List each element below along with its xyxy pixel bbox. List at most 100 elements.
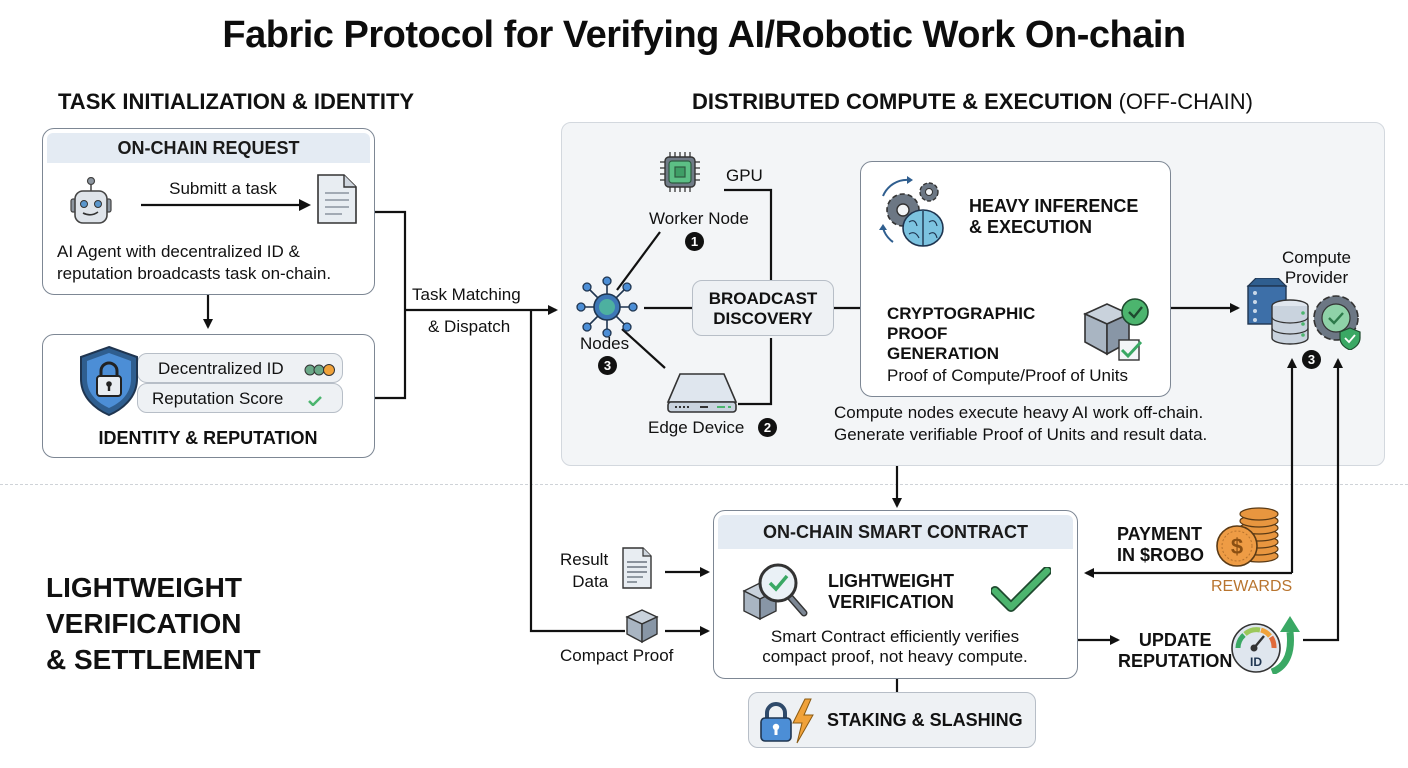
smart-contract-header: ON-CHAIN SMART CONTRACT [718, 515, 1073, 549]
worker-node-label: Worker Node [649, 209, 749, 228]
description-line: Compute nodes execute heavy AI work off-… [834, 403, 1204, 422]
worker-node-badge: 1 [685, 232, 704, 251]
reputation-gauge-icon: ID [1228, 610, 1304, 679]
lightweight-verification-title: LIGHTWEIGHT VERIFICATION [826, 571, 956, 613]
section-heading-task-init: TASK INITIALIZATION & IDENTITY [58, 89, 415, 114]
diagram-title: Fabric Protocol for Verifying AI/Robotic… [222, 14, 1186, 56]
gpu-label: GPU [726, 166, 763, 185]
description-line: Smart Contract efficiently verifies [770, 627, 1020, 646]
description-line: reputation broadcasts task on-chain. [57, 264, 332, 283]
onchain-request-header: ON-CHAIN REQUEST [47, 133, 370, 163]
proof-subtitle: Proof of Compute/Proof of Units [887, 366, 1128, 385]
description-line: AI Agent with decentralized ID & [57, 242, 300, 261]
compact-proof-box-icon [625, 608, 659, 649]
compute-description: Compute nodes execute heavy AI work off-… [834, 402, 1207, 446]
edge-device-label: Edge Device [648, 418, 745, 437]
line-dispatch-to-proof [529, 310, 625, 633]
heavy-inference-title: HEAVY INFERENCE & EXECUTION [969, 196, 1138, 238]
broadcast-line: BROADCAST [708, 289, 818, 308]
edge-device-icon [666, 372, 738, 419]
edge-device-badge: 2 [758, 418, 777, 437]
reputation-score-label: Reputation Score [152, 389, 284, 408]
verify-line: VERIFICATION [828, 592, 954, 612]
section-divider [0, 484, 1408, 485]
result-data-line: Result [560, 550, 609, 569]
crypto-line: GENERATION [887, 344, 1000, 363]
smart-contract-description: Smart Contract efficiently verifies comp… [714, 627, 1076, 667]
proof-box-icon [1079, 296, 1151, 369]
reputation-score-field: Reputation Score [137, 383, 343, 413]
payment-label: PAYMENT IN $ROBO [1117, 524, 1204, 566]
heavy-inference-box: HEAVY INFERENCE & EXECUTION CRYPTOGRAPHI… [860, 161, 1171, 397]
line-gpu-to-broadcast [724, 188, 773, 280]
dispatch-label-line1: Task Matching [412, 285, 521, 304]
settlement-line: & SETTLEMENT [46, 644, 261, 675]
broadcast-discovery-box: BROADCAST DISCOVERY [692, 280, 834, 336]
lightning-icon [789, 697, 815, 750]
nodes-label: Nodes [580, 334, 630, 353]
staking-slashing-label: STAKING & SLASHING [827, 710, 1023, 730]
update-line: REPUTATION [1118, 651, 1233, 671]
dispatch-label-line2: & Dispatch [428, 317, 511, 336]
provider-badge: 3 [1302, 350, 1321, 369]
robot-icon [69, 176, 113, 230]
result-data-icon [621, 546, 653, 595]
crypto-line: CRYPTOGRAPHIC [887, 304, 1036, 323]
badge-2: 2 [758, 418, 777, 437]
gears-brain-icon [877, 176, 947, 257]
update-reputation-label: UPDATE REPUTATION [1118, 630, 1232, 672]
broadcast-line: DISCOVERY [713, 309, 813, 328]
big-check-icon [990, 566, 1052, 618]
provider-line: Compute [1282, 248, 1351, 267]
staking-slashing-box: STAKING & SLASHING [748, 692, 1036, 748]
crypto-proof-title: CRYPTOGRAPHIC PROOF GENERATION [887, 304, 1035, 364]
submit-task-label: Submitt a task [169, 179, 277, 198]
gpu-chip-icon [658, 150, 702, 199]
dots-icon [304, 363, 336, 381]
payment-line: PAYMENT [1117, 524, 1203, 544]
nodes-hub-icon [576, 276, 638, 343]
onchain-request-card: ON-CHAIN REQUEST Submitt a task AI Agent… [42, 128, 375, 295]
line-nodes-to-worker [616, 231, 661, 291]
result-data-line: Data [572, 572, 609, 591]
provider-line: Provider [1284, 268, 1349, 287]
payment-line: IN $ROBO [1117, 545, 1205, 565]
coins-icon: $ [1215, 506, 1281, 573]
section-heading-distributed-suffix: (OFF-CHAIN) [1118, 89, 1254, 114]
identity-footer: IDENTITY & REPUTATION [98, 428, 318, 448]
smart-contract-card: ON-CHAIN SMART CONTRACT LIGHTWEIGHT VERI… [713, 510, 1078, 679]
badge-1: 1 [685, 232, 704, 251]
settlement-line: VERIFICATION [46, 608, 242, 639]
gauge-id-text: ID [1250, 655, 1262, 669]
verify-line: LIGHTWEIGHT [828, 571, 954, 591]
section-heading-distributed: DISTRIBUTED COMPUTE & EXECUTION (OFF-CHA… [692, 89, 1253, 115]
line-broadcast-to-edge [738, 338, 773, 406]
badge-3: 3 [1302, 350, 1321, 369]
heavy-line: HEAVY INFERENCE [969, 196, 1139, 216]
decentralized-id-field: Decentralized ID [137, 353, 343, 383]
heavy-line: & EXECUTION [969, 217, 1093, 237]
section-heading-distributed-main: DISTRIBUTED COMPUTE & EXECUTION [692, 89, 1113, 114]
rewards-label: REWARDS [1211, 578, 1293, 595]
description-line: compact proof, not heavy compute. [762, 647, 1028, 666]
compute-provider-label: Compute Provider [1282, 248, 1351, 288]
svg-text:$: $ [1231, 534, 1243, 559]
check-icon [308, 393, 322, 411]
description-line: Generate verifiable Proof of Units and r… [834, 425, 1208, 444]
arrow-update-to-provider [1303, 358, 1343, 642]
document-icon [316, 173, 358, 230]
nodes-badge: 3 [598, 356, 617, 375]
magnifier-box-icon [742, 561, 814, 628]
shield-lock-icon [77, 345, 141, 422]
onchain-request-description: AI Agent with decentralized ID & reputat… [57, 241, 331, 285]
submit-arrow [141, 199, 311, 211]
result-data-label: Result Data [560, 549, 608, 593]
compute-provider-icon [1242, 277, 1370, 355]
identity-card: Decentralized ID Reputation Score IDENTI… [42, 334, 375, 458]
section-heading-settlement: LIGHTWEIGHT VERIFICATION & SETTLEMENT [46, 570, 261, 678]
decentralized-id-label: Decentralized ID [158, 359, 284, 378]
settlement-line: LIGHTWEIGHT [46, 572, 242, 603]
lock-icon [759, 701, 793, 748]
badge-3: 3 [598, 356, 617, 375]
compact-proof-label: Compact Proof [560, 646, 674, 665]
